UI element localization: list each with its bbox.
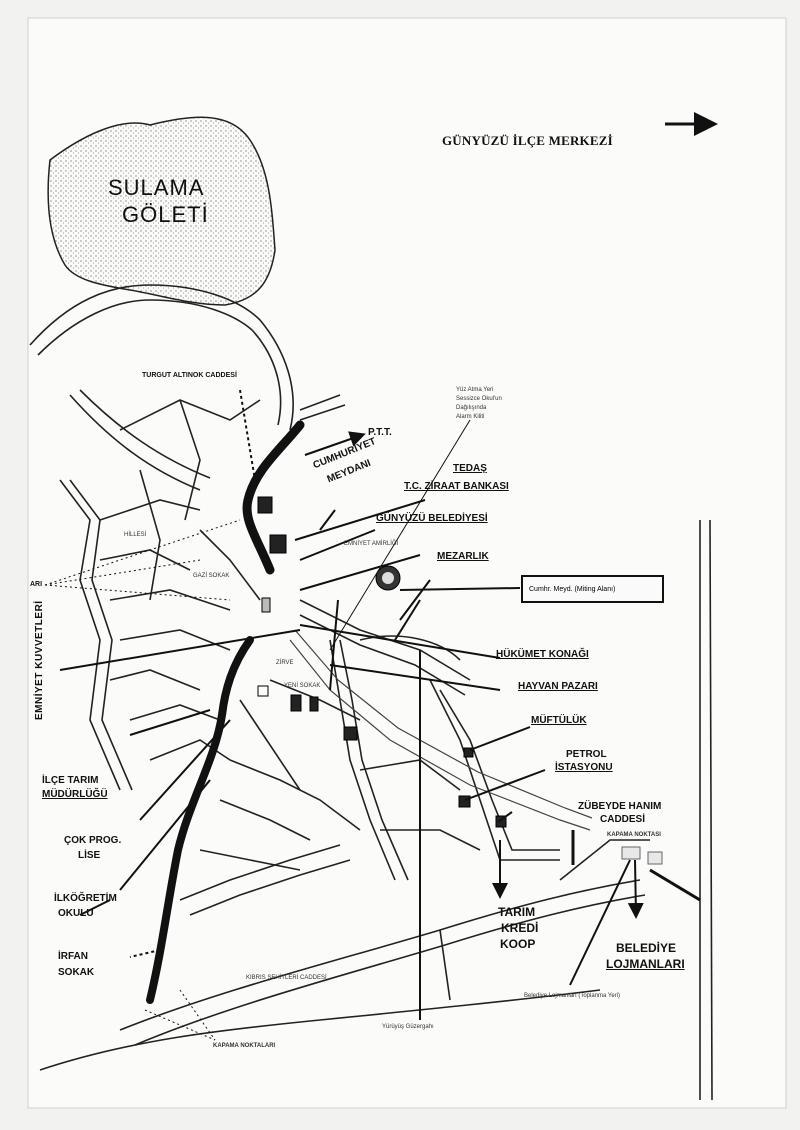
label-sokak: SOKAK	[58, 967, 95, 978]
building-markers	[257, 496, 663, 865]
label-ari: ARI	[30, 581, 43, 588]
label-emniyet-kuvvetleri: EMNİYET KUVVETLERİ	[34, 600, 45, 720]
label-kapama-noktasi: KAPAMA NOKTASI	[607, 832, 661, 838]
label-zirve: ZİRVE	[276, 660, 294, 666]
label-tarim-3: KOOP	[500, 937, 536, 951]
label-turgut-altinok: TURGUT ALTINOK CADDESİ	[142, 372, 237, 379]
label-ptt: P.T.T.	[368, 427, 392, 438]
label-kibris-sehitleri: KIBRIS ŞEHİTLERİ CADDESİ	[246, 975, 327, 981]
label-gazi-sokak: GAZİ SOKAK	[193, 573, 230, 579]
label-lojman-toplanma: Belediye Lojmanları (Toplanma Yeri)	[524, 993, 621, 999]
label-cok-prog-1: ÇOK PROG.	[64, 835, 122, 846]
label-yeni-sokak: YENİ SOKAK	[284, 683, 321, 689]
label-tarim-1: TARIM	[498, 905, 536, 919]
label-hayvan-pazari: HAYVAN PAZARI	[518, 681, 598, 692]
lake-shape	[47, 116, 276, 306]
label-pointers	[44, 112, 718, 1041]
label-cok-prog-2: LİSE	[78, 850, 101, 861]
label-irfan: İRFAN	[58, 951, 88, 962]
label-hukumet-konagi: HÜKÜMET KONAĞI	[496, 649, 589, 660]
label-istasyonu: İSTASYONU	[555, 762, 613, 773]
label-yuruyus-guzergahi: Yürüyüş Güzergahı	[382, 1024, 434, 1030]
label-ziraat: T.C. ZİRAAT BANKASI	[404, 481, 509, 492]
label-belediye: GÜNYÜZÜ BELEDİYESİ	[376, 513, 488, 524]
label-note-3: Dağılışında	[456, 405, 487, 411]
label-zubeyde-caddesi: CADDESİ	[600, 814, 646, 825]
label-tedas: TEDAŞ	[453, 463, 487, 474]
label-note-2: Sessizce Okul'un	[456, 396, 502, 402]
label-note-4: Alarm Kiliti	[456, 414, 485, 420]
label-tarim-2: KREDİ	[501, 921, 539, 935]
label-ilce-tarim-1: İLÇE TARIM	[42, 775, 99, 786]
road-network	[29, 284, 713, 1101]
label-lojman-2: LOJMANLARI	[606, 957, 685, 971]
label-kapama-noktalari: KAPAMA NOKTALARI	[213, 1043, 276, 1049]
label-muftuluk: MÜFTÜLÜK	[531, 715, 587, 726]
label-note-1: Yüz Atma Yeri	[456, 387, 494, 393]
label-hillesi: HİLLESİ	[124, 532, 147, 538]
label-petrol: PETROL	[566, 749, 607, 760]
lake-label-line1: SULAMA	[108, 175, 205, 200]
lake-label-line2: GÖLETİ	[122, 202, 209, 227]
map-title: GÜNYÜZÜ İLÇE MERKEZİ	[442, 133, 613, 148]
label-mezarlik: MEZARLIK	[437, 551, 489, 562]
label-lojman-1: BELEDİYE	[616, 941, 677, 955]
police-emblem-icon	[375, 565, 401, 591]
label-ilkogretim-2: OKULU	[58, 908, 94, 919]
label-zubeyde-hanim: ZÜBEYDE HANIM	[578, 801, 662, 812]
label-ilkogretim-1: İLKÖĞRETİM	[54, 893, 117, 904]
label-miting-alani: Cumhr. Meyd. (Miting Alanı)	[521, 575, 664, 603]
label-ilce-tarim-2: MÜDÜRLÜĞÜ	[42, 789, 108, 800]
label-emniyet-amirligi: EMNİYET AMİRLİĞİ	[344, 541, 399, 547]
